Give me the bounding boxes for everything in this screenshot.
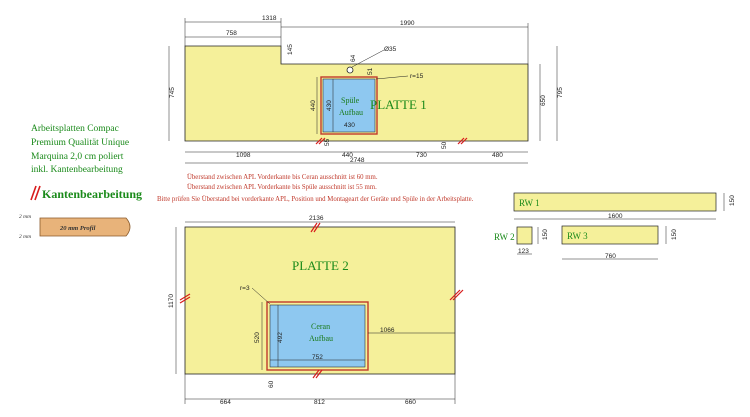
rw-1-width: 1600 [608,213,623,220]
edge-processing-title: Kantenbearbeitung [42,187,142,201]
dim-bottom-right: 480 [492,152,503,159]
dim-notch: 145 [287,44,294,55]
dim-bottom-left-2: 664 [220,399,231,406]
legend: Arbeitsplatten Compac Premium Qualität U… [31,124,129,175]
legend-line-1: Arbeitsplatten Compac [31,124,119,134]
cooktop-cutout-outer [266,301,369,371]
sink-cutout-outer [320,76,378,135]
rw-3-label: RW 3 [567,231,588,241]
dim-bottom-mid-2: 812 [314,399,325,406]
dim-sink-width-inner: 430 [344,122,355,129]
profile-illustration: 20 mm Profil 2 mm 2 mm [19,214,131,240]
rw-1: RW 1 1600 150 [513,192,736,220]
rw-3-shape [561,225,659,245]
platte-2: PLATTE 2 Ceran Aufbau r=3 2136 [168,215,464,406]
dim-cut-bottom: 60 [268,380,275,388]
sink-label-1: Spüle [341,96,360,105]
dim-cut-right: 1066 [380,327,395,334]
dim-small-right: 50 [441,141,448,149]
dim-sink-height-outer: 440 [310,100,317,111]
mm-top-label: 2 mm [19,214,31,220]
dim-height-right: 795 [557,87,564,98]
rw-2-width: 123 [518,248,529,255]
rw-3-width: 760 [605,253,616,260]
note-line-1: Überstand zwischen APL Vorderkante bis C… [187,174,378,181]
rw-2-label: RW 2 [494,232,515,242]
legend-line-2: Premium Qualität Unique [31,138,129,148]
dim-cut-width-inner: 752 [312,354,323,361]
dim-sink-height-inner: 430 [326,100,333,111]
dim-hole-offset-top: 64 [350,54,357,62]
cooktop-cutout [269,304,366,368]
edge-processing-legend: Kantenbearbeitung [30,185,142,201]
legend-line-4: inkl. Kantenbearbeitung [31,165,123,175]
platte-1: Spüle Aufbau PLATTE 1 Ø35 r=15 [168,15,564,164]
sink-cutout [322,78,376,133]
notes: Überstand zwischen APL Vorderkante bis C… [157,174,474,203]
radius-label-2: r=3 [240,285,250,292]
cooktop-label-2: Aufbau [309,334,333,343]
dim-right-top: 1990 [400,20,415,27]
dim-hole-offset-right: 51 [367,67,374,75]
dim-bottom-right-2: 660 [405,399,416,406]
rw-2: RW 2 123 150 [494,226,549,255]
dim-total-top: 1318 [262,15,277,22]
dim-cut-height-inner: 492 [277,332,284,343]
platte-2-edge-marks [179,222,464,379]
cooktop-label-1: Ceran [311,322,330,331]
dim-bottom-left: 1098 [236,152,251,159]
dim-height-left-2: 1170 [168,294,175,308]
platte-1-label: PLATTE 1 [370,97,427,112]
dim-bottom-mid: 730 [416,152,427,159]
rw-3: RW 3 760 150 [561,225,678,260]
radius-label-1: r=15 [410,73,424,80]
sink-label-2: Aufbau [339,108,363,117]
tap-hole-icon [346,66,354,74]
profile-label: 20 mm Profil [59,225,96,232]
dim-cut-height-outer: 520 [254,332,261,343]
rw-1-shape [513,192,717,212]
hole-diameter-label: Ø35 [384,46,397,53]
dim-bottom-sink: 440 [342,152,353,159]
dim-sink-bottom: 55 [324,138,331,146]
rw-1-height: 150 [729,195,736,206]
platte-2-label: PLATTE 2 [292,258,349,273]
dim-top-total-2: 2136 [309,215,324,222]
mm-bottom-label: 2 mm [19,234,31,240]
rw-1-label: RW 1 [519,198,540,208]
rw-2-shape [516,226,533,245]
dim-bottom-total: 2748 [350,157,365,164]
dim-height-mid: 650 [540,95,547,106]
dim-left-top: 758 [226,30,237,37]
dim-height-left: 745 [169,87,176,98]
note-line-2: Überstand zwischen APL Vorderkante bis S… [187,184,377,191]
note-line-3: Bitte prüfen Sie Überstand bei vorderkan… [157,196,474,203]
rw-2-height: 150 [542,229,549,240]
platte-1-edge-marks [315,137,468,145]
rw-3-height: 150 [671,229,678,240]
legend-line-3: Marquina 2,0 cm poliert [31,152,124,162]
